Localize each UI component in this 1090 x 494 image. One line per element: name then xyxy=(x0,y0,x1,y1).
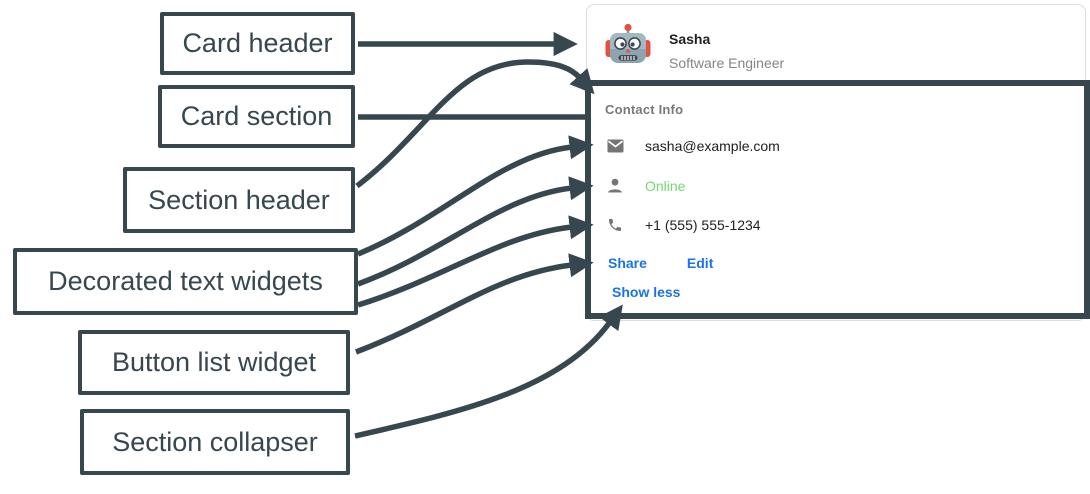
card-title: Sasha xyxy=(669,31,711,47)
share-button[interactable]: Share xyxy=(608,255,647,271)
label-section-header: Section header xyxy=(123,167,355,233)
phone-icon xyxy=(606,216,624,234)
phone-text: +1 (555) 555-1234 xyxy=(645,217,761,233)
label-section-collapser: Section collapser xyxy=(80,409,350,475)
label-button-list-widget: Button list widget xyxy=(78,330,350,395)
arrow-section-header xyxy=(355,59,595,189)
decorated-text-email: sasha@example.com xyxy=(606,136,780,156)
arrow-button-list xyxy=(355,253,594,355)
decorated-text-status: Online xyxy=(606,176,685,196)
show-less-button[interactable]: Show less xyxy=(612,284,681,300)
button-list: Share Edit xyxy=(608,253,713,273)
label-card-header: Card header xyxy=(160,12,355,75)
arrow-decorated-status xyxy=(357,176,594,287)
person-icon xyxy=(606,177,624,195)
arrow-decorated-phone xyxy=(357,215,594,308)
label-decorated-text-widgets: Decorated text widgets xyxy=(13,248,358,315)
card-section: Contact Info sasha@example.com Online xyxy=(585,80,1090,319)
section-collapser: Show less xyxy=(612,282,680,302)
section-header: Contact Info xyxy=(605,102,684,117)
email-text: sasha@example.com xyxy=(645,138,780,154)
edit-button[interactable]: Edit xyxy=(686,255,714,271)
robot-avatar-icon xyxy=(605,23,651,63)
arrow-section-collapser xyxy=(354,304,623,439)
decorated-text-phone: +1 (555) 555-1234 xyxy=(606,215,761,235)
card-subtitle: Software Engineer xyxy=(669,55,785,71)
arrow-decorated-email xyxy=(356,135,594,257)
status-text: Online xyxy=(645,178,686,194)
email-icon xyxy=(606,137,624,155)
label-card-section: Card section xyxy=(158,85,355,148)
card-header: Sasha Software Engineer xyxy=(587,5,1085,81)
